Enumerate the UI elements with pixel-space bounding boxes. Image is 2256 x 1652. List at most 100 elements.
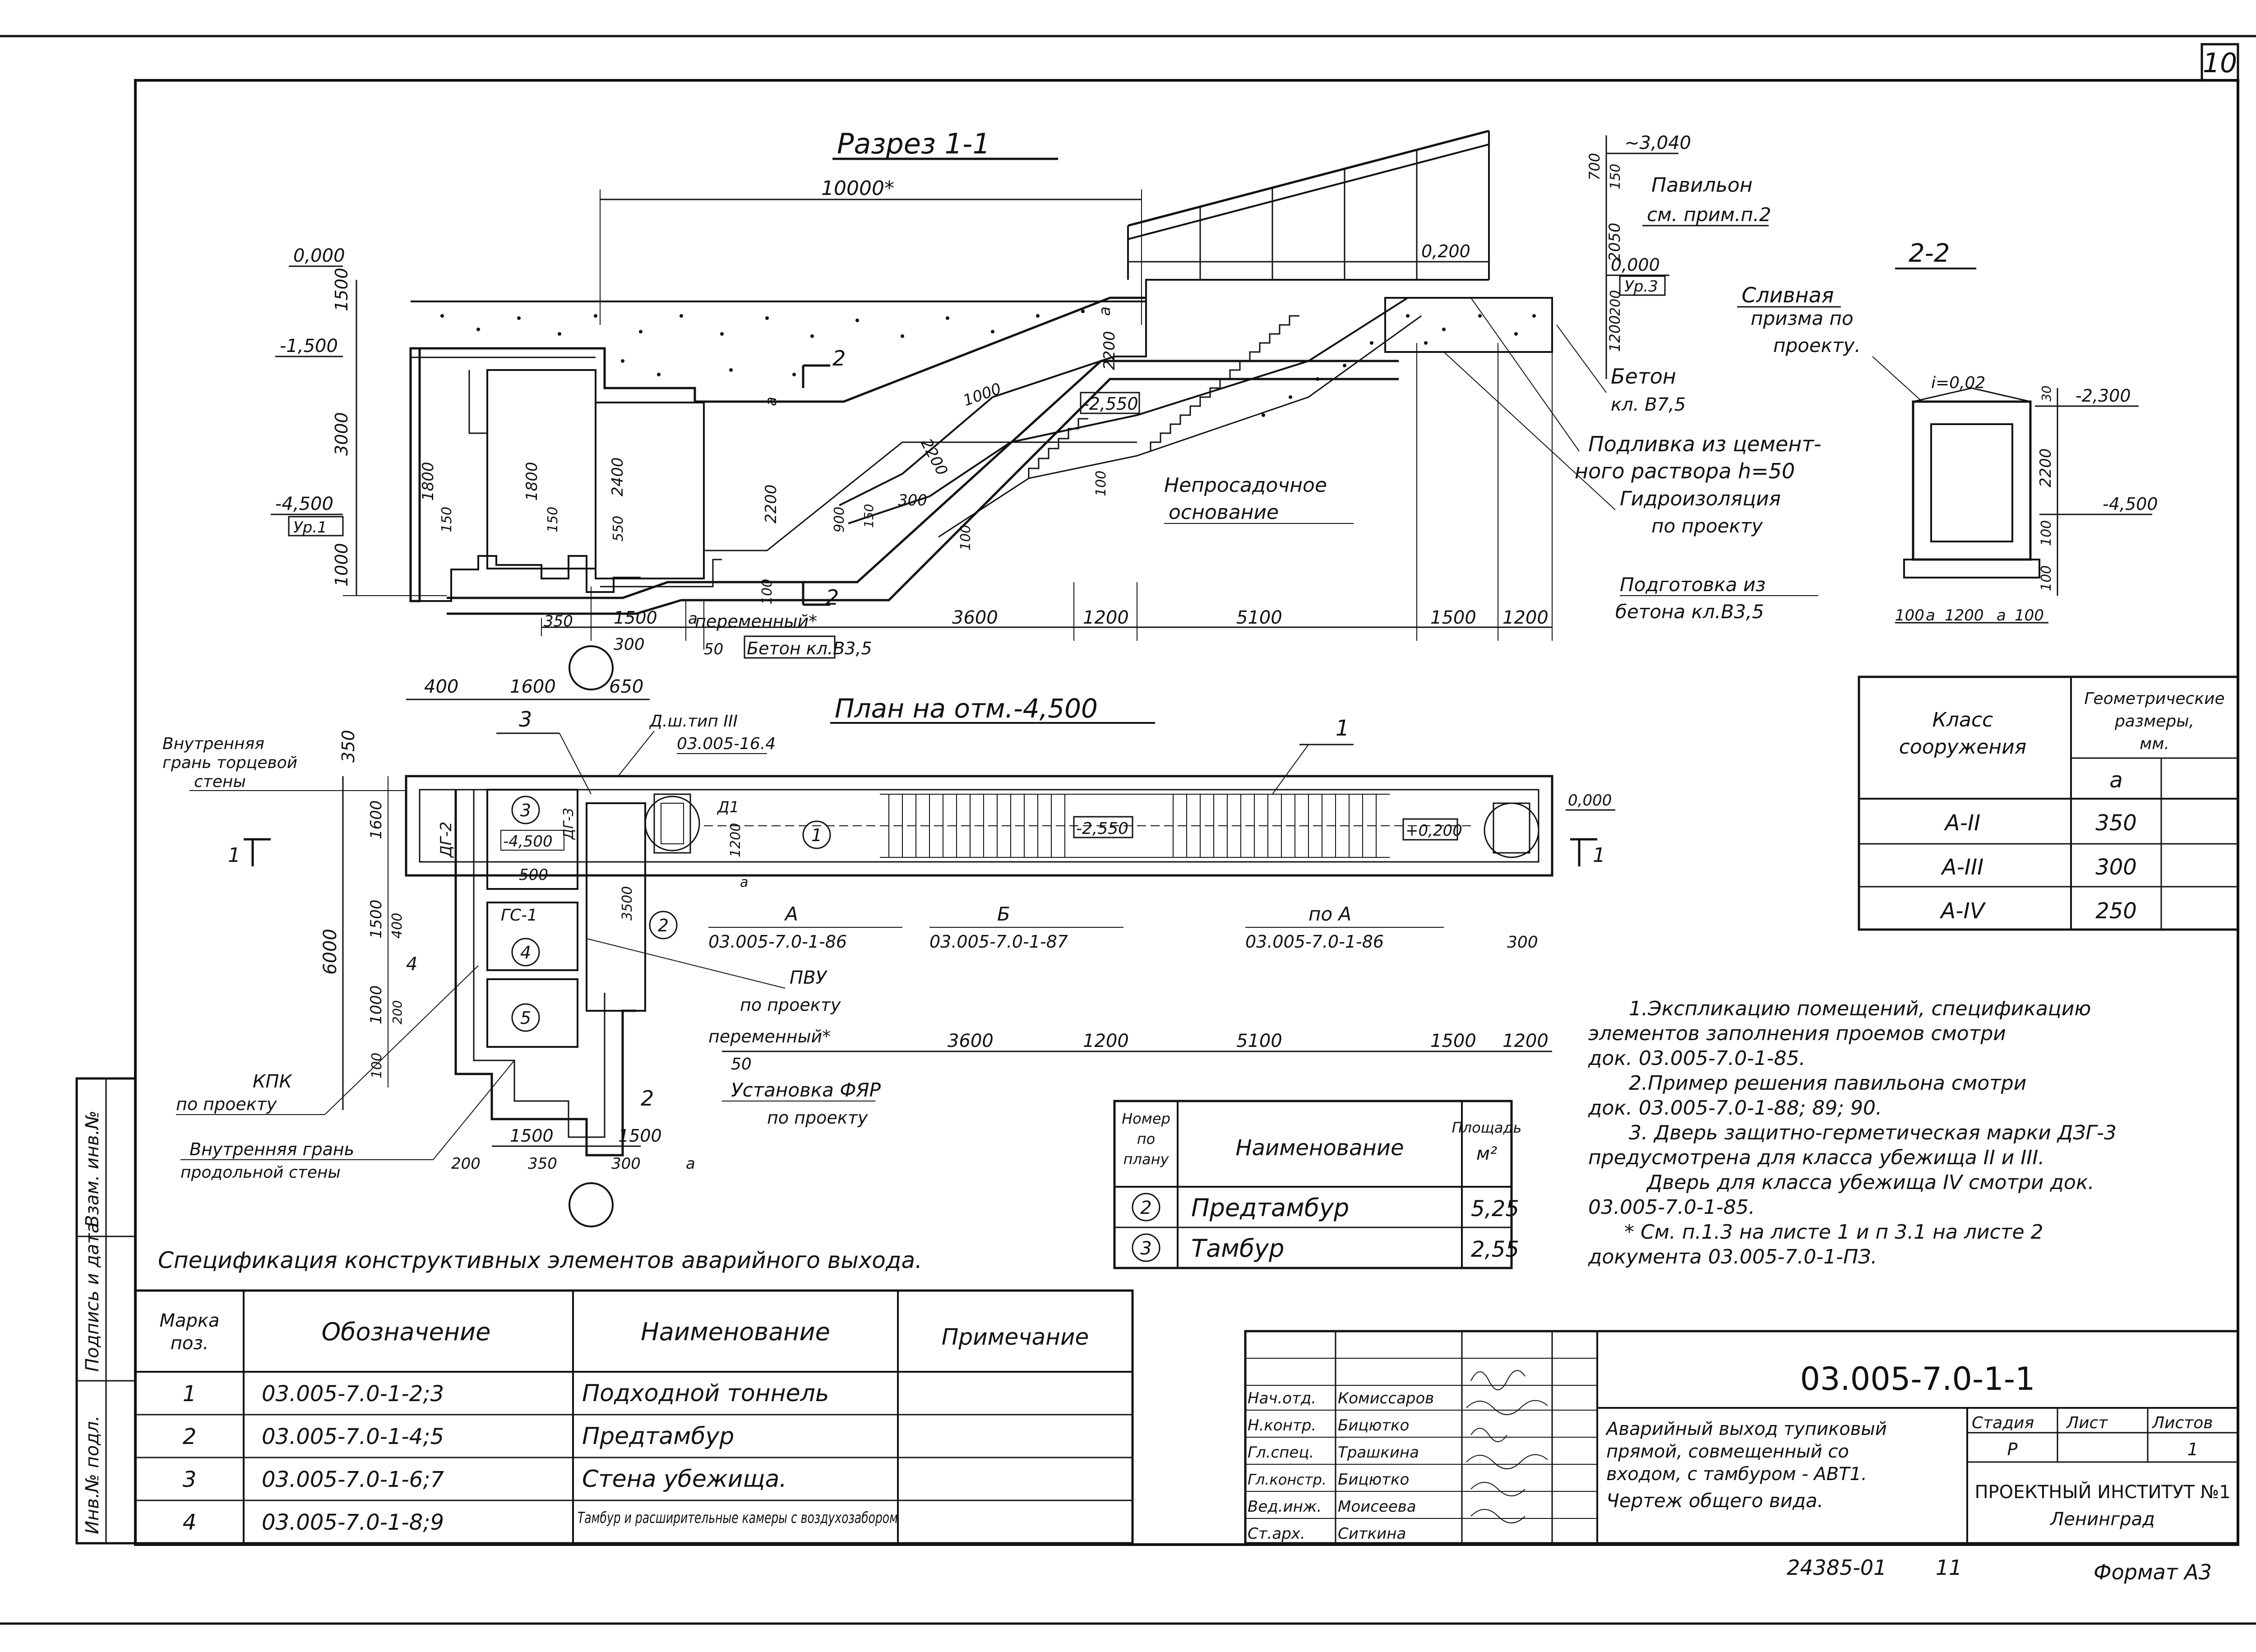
svg-text:0,000: 0,000 <box>1611 255 1660 275</box>
svg-text:a: a <box>688 610 698 628</box>
svg-text:50: 50 <box>704 640 723 658</box>
svg-text:Класс: Класс <box>1932 708 1993 731</box>
svg-text:2400: 2400 <box>609 457 627 496</box>
svg-text:03.005-7.0-1-8;9: 03.005-7.0-1-8;9 <box>262 1510 444 1535</box>
svg-text:250: 250 <box>2095 898 2137 924</box>
sheet-number: 10 <box>2203 47 2237 79</box>
svg-text:200: 200 <box>390 1000 405 1024</box>
svg-text:Аварийный выход тупиковый: Аварийный выход тупиковый <box>1605 1419 1887 1439</box>
svg-text:50: 50 <box>731 1055 752 1074</box>
svg-text:a: a <box>1997 606 2006 625</box>
svg-text:400: 400 <box>424 676 458 697</box>
svg-text:100: 100 <box>759 579 775 605</box>
svg-text:Непросадочное: Непросадочное <box>1164 474 1327 497</box>
svg-text:1200: 1200 <box>1945 606 1984 625</box>
svg-text:ного раствора h=50: ного раствора h=50 <box>1575 459 1795 483</box>
svg-text:Предтамбур: Предтамбур <box>1191 1194 1349 1222</box>
svg-text:1.Экспликацию помещений, специ: 1.Экспликацию помещений, спецификацию <box>1629 997 2091 1020</box>
svg-text:11: 11 <box>1936 1555 1962 1580</box>
svg-text:м²: м² <box>1476 1143 1497 1164</box>
svg-text:1: 1 <box>811 825 822 845</box>
svg-text:Установка ФЯР: Установка ФЯР <box>731 1079 881 1101</box>
svg-text:Обозначение: Обозначение <box>322 1318 491 1346</box>
svg-text:03.005-7.0-1-85.: 03.005-7.0-1-85. <box>1588 1196 1755 1219</box>
svg-text:1200: 1200 <box>1083 1031 1129 1051</box>
svg-text:Номер: Номер <box>1122 1110 1170 1127</box>
svg-text:Тамбур: Тамбур <box>1191 1234 1284 1263</box>
svg-text:Ур.3: Ур.3 <box>1624 278 1658 296</box>
svg-text:03.005-7.0-1-4;5: 03.005-7.0-1-4;5 <box>262 1424 444 1449</box>
svg-text:2: 2 <box>826 585 839 610</box>
svg-text:03.005-7.0-1-6;7: 03.005-7.0-1-6;7 <box>262 1467 444 1492</box>
svg-text:Трашкина: Трашкина <box>1338 1444 1419 1462</box>
svg-text:1500: 1500 <box>332 268 351 311</box>
svg-text:2200: 2200 <box>762 484 780 523</box>
svg-text:a: a <box>762 397 780 406</box>
svg-text:Б: Б <box>997 903 1010 925</box>
svg-text:100: 100 <box>369 1053 385 1078</box>
svg-text:Площадь: Площадь <box>1452 1119 1522 1136</box>
svg-text:Марка: Марка <box>159 1310 219 1331</box>
svg-text:1: 1 <box>1593 844 1605 867</box>
svg-text:Сливная: Сливная <box>1742 283 1834 307</box>
svg-text:03.005-7.0-1-1: 03.005-7.0-1-1 <box>1800 1360 2035 1397</box>
svg-text:Гидроизоляция: Гидроизоляция <box>1620 487 1781 510</box>
svg-text:300: 300 <box>898 491 927 509</box>
svg-text:1500: 1500 <box>618 1126 662 1146</box>
svg-text:Ст.арх.: Ст.арх. <box>1248 1525 1305 1543</box>
svg-text:по проекту: по проекту <box>767 1108 868 1128</box>
svg-text:5,25: 5,25 <box>1471 1196 1519 1222</box>
svg-text:350: 350 <box>544 612 573 630</box>
svg-text:300: 300 <box>611 1155 641 1173</box>
svg-text:2: 2 <box>183 1424 197 1449</box>
svg-text:200: 200 <box>1608 290 1623 316</box>
svg-text:03.005-7.0-1-2;3: 03.005-7.0-1-2;3 <box>262 1381 444 1407</box>
svg-text:Наименование: Наименование <box>641 1318 830 1346</box>
section-2-2: 2-2 Сливная призма по проекту. i=0,02 -2… <box>1737 239 2158 625</box>
svg-text:Ситкина: Ситкина <box>1338 1525 1406 1543</box>
svg-text:300: 300 <box>614 635 645 654</box>
svg-text:Листов: Листов <box>2151 1414 2213 1432</box>
svg-text:150: 150 <box>1608 164 1623 190</box>
svg-text:Н.контр.: Н.контр. <box>1248 1416 1316 1435</box>
svg-text:03.005-16.4: 03.005-16.4 <box>677 735 776 753</box>
svg-text:Бетон: Бетон <box>1611 364 1676 389</box>
svg-text:2: 2 <box>641 1086 654 1111</box>
svg-text:150: 150 <box>861 504 876 528</box>
svg-text:1500: 1500 <box>510 1126 554 1146</box>
svg-text:стены: стены <box>194 773 246 791</box>
svg-text:100: 100 <box>1093 471 1109 496</box>
svg-text:Тамбур и расширительные камеры: Тамбур и расширительные камеры с воздухо… <box>578 1509 898 1527</box>
svg-text:+0,200: +0,200 <box>1405 822 1462 840</box>
svg-text:1200: 1200 <box>1502 607 1549 628</box>
svg-text:Моисеева: Моисеева <box>1338 1498 1416 1516</box>
svg-text:призма по: призма по <box>1751 307 1854 329</box>
svg-text:Примечание: Примечание <box>942 1324 1089 1350</box>
svg-text:700: 700 <box>1586 153 1603 180</box>
svg-text:2: 2 <box>1140 1198 1151 1218</box>
svg-text:Геометрические: Геометрические <box>2084 689 2224 708</box>
svg-text:4: 4 <box>406 954 417 975</box>
svg-text:грань торцевой: грань торцевой <box>162 754 297 772</box>
svg-text:Внутренняя грань: Внутренняя грань <box>190 1139 354 1159</box>
svg-text:элементов заполнения проемов с: элементов заполнения проемов смотри <box>1588 1022 2006 1045</box>
svg-text:3: 3 <box>519 707 532 731</box>
svg-text:Ленинград: Ленинград <box>2049 1509 2155 1530</box>
class-table: Класс сооружения Геометрические размеры,… <box>1858 676 2239 931</box>
svg-text:Подливка из цемент-: Подливка из цемент- <box>1588 432 1821 456</box>
svg-text:Предтамбур: Предтамбур <box>582 1423 734 1450</box>
svg-text:ДГ-3: ДГ-3 <box>561 808 577 840</box>
svg-text:100: 100 <box>2039 565 2054 591</box>
svg-text:300: 300 <box>2095 855 2137 880</box>
svg-text:900: 900 <box>832 507 847 532</box>
svg-text:3: 3 <box>1140 1238 1151 1259</box>
svg-text:А-III: А-III <box>1941 855 1984 880</box>
svg-text:* См. п.1.3 на листе 1 и п 3.1: * См. п.1.3 на листе 1 и п 3.1 на листе … <box>1624 1221 2043 1244</box>
svg-text:350: 350 <box>528 1155 557 1173</box>
svg-text:5100: 5100 <box>1236 607 1282 628</box>
svg-text:Подходной тоннель: Подходной тоннель <box>582 1380 829 1407</box>
svg-text:А-II: А-II <box>1944 810 1980 836</box>
spec-table: Спецификация конструктивных элементов ав… <box>134 1247 1134 1545</box>
svg-text:по: по <box>1137 1130 1156 1148</box>
